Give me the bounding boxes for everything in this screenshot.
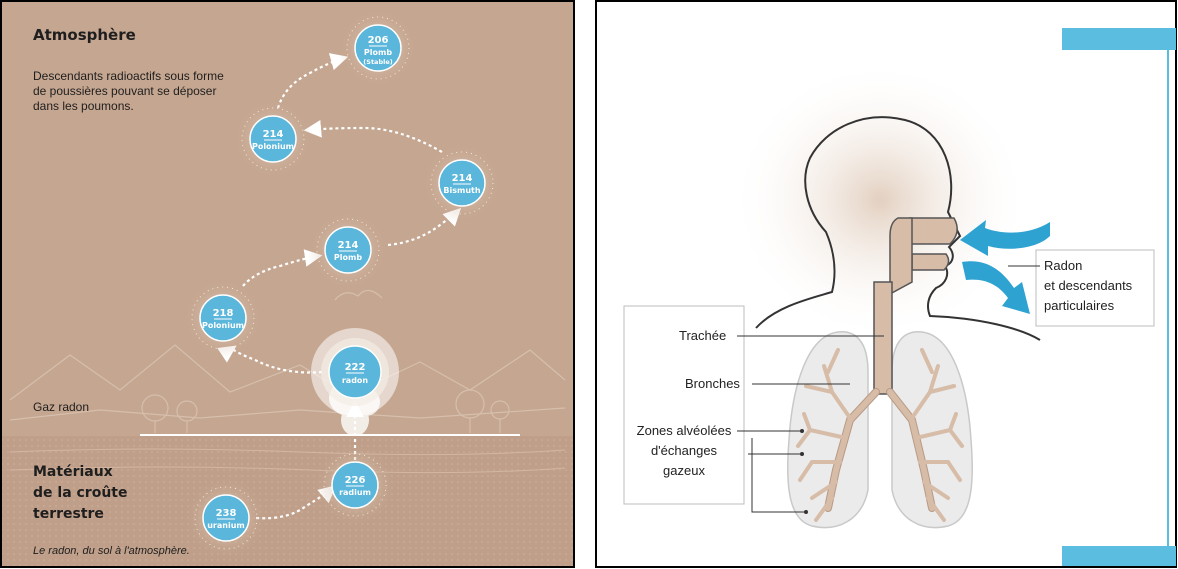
leader-dot (804, 510, 808, 514)
node-number: 214 (452, 173, 473, 184)
trachea-label: Trachée (679, 328, 726, 343)
alveoli-label-line-3: gazeux (663, 463, 705, 478)
node-bismuth-214: 214 Bismuth (422, 143, 502, 223)
description-line-3: dans les poumons. (33, 99, 134, 113)
description-line-2: de poussières pouvant se déposer (33, 84, 216, 98)
node-element-name: Plomb (334, 253, 362, 262)
leader-dot (800, 429, 804, 433)
atmosphere-title: Atmosphère (33, 26, 136, 44)
node-number: 226 (345, 475, 366, 486)
left-panel: 238 uranium 226 radium 222 radon 218 (1, 1, 574, 567)
accent-bar-top (1062, 28, 1176, 50)
node-number: 206 (368, 35, 389, 46)
description-line-1: Descendants radioactifs sous forme (33, 69, 224, 83)
node-element-name: uranium (207, 521, 245, 530)
node-plomb-206-stable: 206 Plomb (Stable) (338, 8, 418, 88)
node-plomb-214: 214 Plomb (308, 210, 388, 290)
node-element-name: radium (339, 488, 371, 497)
materials-line-2: de la croûte (33, 485, 128, 501)
gas-radon-label: Gaz radon (33, 400, 89, 414)
node-element-name: Polonium (202, 321, 244, 330)
materials-line-3: terrestre (33, 506, 104, 522)
oral-cavity (912, 254, 949, 270)
node-number: 238 (216, 508, 237, 519)
node-element-name: Polonium (252, 142, 294, 151)
caption: Le radon, du sol à l'atmosphère. (33, 545, 190, 557)
trachea (874, 282, 892, 394)
alveoli-label-line-2: d'échanges (651, 443, 718, 458)
nasal-cavity (910, 218, 957, 244)
bronchi-label: Bronches (685, 376, 740, 391)
node-number: 222 (345, 362, 366, 373)
radon-label-line-1: Radon (1044, 258, 1082, 273)
node-element-name: Bismuth (443, 186, 480, 195)
node-polonium-214: 214 Polonium (233, 99, 313, 179)
node-uranium-238: 238 uranium (186, 478, 266, 558)
node-polonium-218: 218 Polonium (183, 278, 263, 358)
node-stable-note: (Stable) (363, 58, 392, 66)
node-element-name: Plomb (364, 48, 392, 57)
node-number: 214 (263, 129, 284, 140)
alveoli-label-line-1: Zones alvéolées (637, 423, 732, 438)
node-radium-226: 226 radium (315, 445, 395, 525)
radon-label-line-3: particulaires (1044, 298, 1115, 313)
leader-dot (800, 452, 804, 456)
node-number: 218 (213, 308, 234, 319)
pharynx (890, 218, 912, 294)
radon-label-line-2: et descendants (1044, 278, 1133, 293)
right-panel: Trachée Bronches Zones alvéolées d'échan… (596, 1, 1176, 567)
node-element-name: radon (342, 376, 369, 385)
node-radon-222: 222 radon (311, 328, 399, 416)
materials-line-1: Matériaux (33, 464, 113, 480)
node-number: 214 (338, 240, 359, 251)
accent-bar-bottom (1062, 546, 1176, 566)
